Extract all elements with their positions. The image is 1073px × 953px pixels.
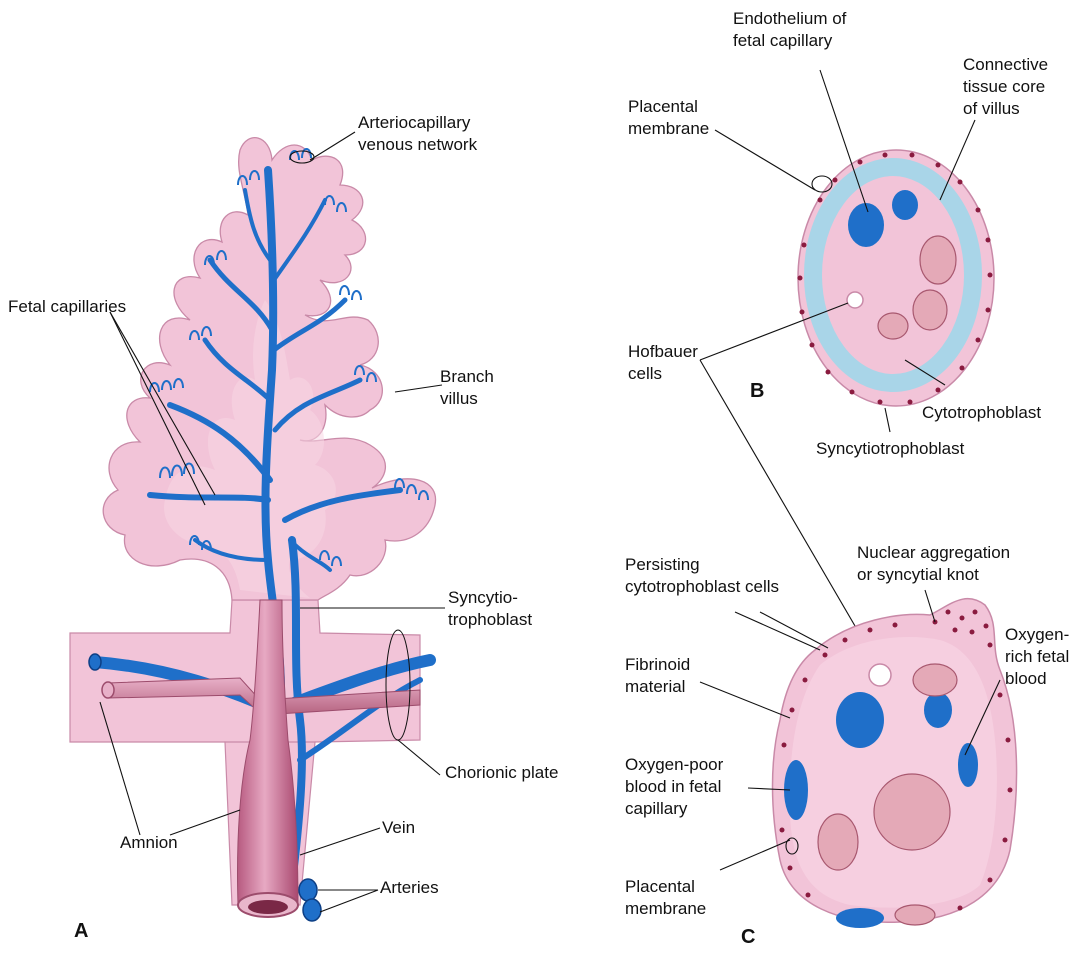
- capillary-b-5: [878, 313, 908, 339]
- capillary-c-9: [913, 664, 957, 696]
- label-syncytiotrophoblast-a: Syncytio-trophoblast: [448, 588, 532, 629]
- capillary-c-6: [818, 814, 858, 870]
- capillary-c-7: [836, 908, 884, 928]
- panel-b-cross-section: [798, 150, 995, 406]
- label-cytotrophoblast: Cytotrophoblast: [922, 403, 1041, 422]
- label-arteries: Arteries: [380, 878, 439, 897]
- capillary-b-1: [848, 203, 884, 247]
- capillary-b-2: [892, 190, 918, 220]
- vein-cut-end: [89, 654, 101, 670]
- capillary-b-3: [920, 236, 956, 284]
- hofbauer-cell-c: [869, 664, 891, 686]
- label-vein: Vein: [382, 818, 415, 837]
- capillary-b-4: [913, 290, 947, 330]
- capillary-c-2: [924, 692, 952, 728]
- panel-letter-a: A: [74, 920, 88, 942]
- panel-letter-b: B: [750, 380, 764, 402]
- panel-a-villus-tree: [70, 138, 436, 921]
- panel-c-cross-section: [773, 599, 1017, 928]
- capillary-c-1: [836, 692, 884, 748]
- panel-letter-c: C: [741, 926, 755, 948]
- capillary-c-5: [874, 774, 950, 850]
- artery-cut-end: [102, 682, 114, 698]
- label-fetal-capillaries: Fetal capillaries: [8, 297, 126, 316]
- artery-end-2: [303, 899, 321, 921]
- label-chorionic-plate: Chorionic plate: [445, 763, 558, 782]
- label-syncytiotrophoblast-b: Syncytiotrophoblast: [816, 439, 965, 458]
- capillary-c-8: [895, 905, 935, 925]
- label-amnion: Amnion: [120, 833, 178, 852]
- vein-lumen-inner: [248, 900, 288, 914]
- hofbauer-cell-b: [847, 292, 863, 308]
- artery-end-1: [299, 879, 317, 901]
